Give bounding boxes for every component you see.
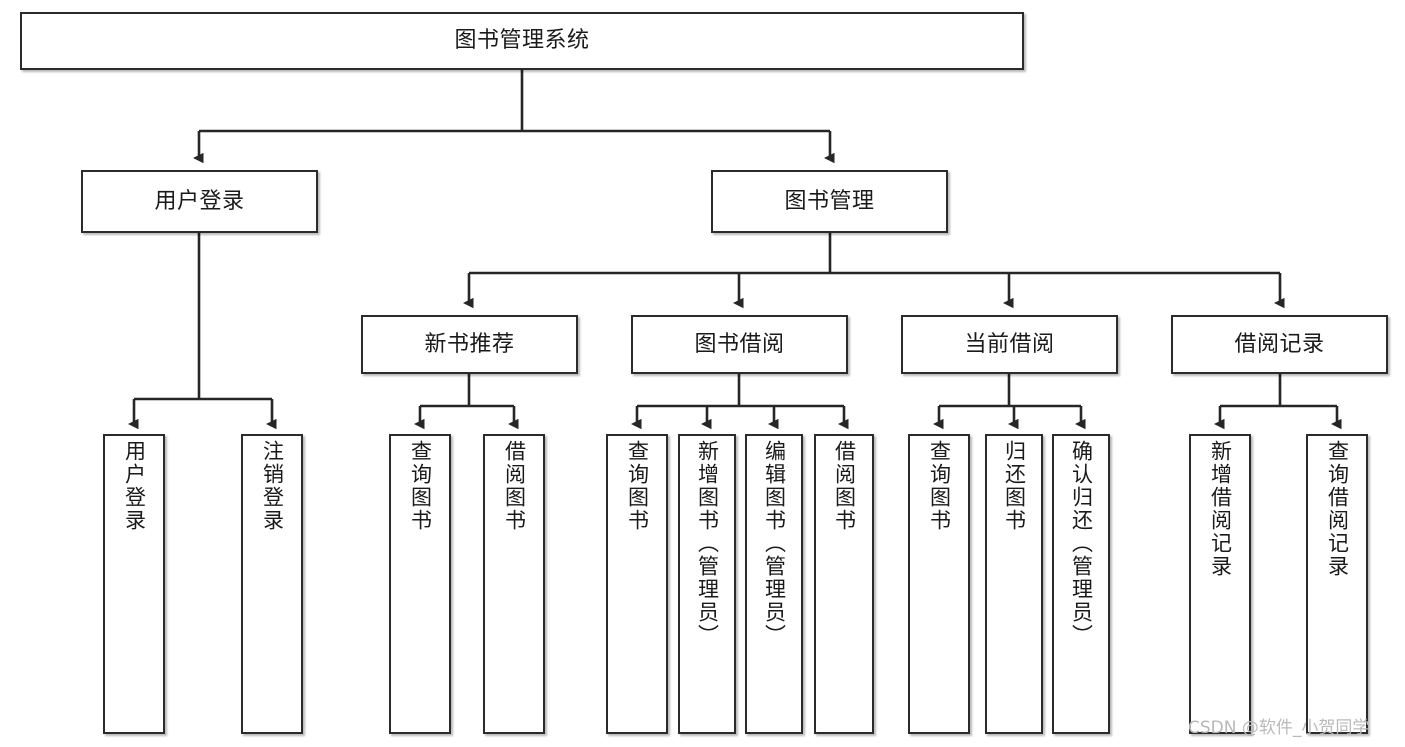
node-borrow-records[interactable]: 借阅记录 (1171, 315, 1388, 374)
leaf-query-books-borrow-label: 查询图书 (625, 440, 650, 532)
csdn-watermark: CSDN @软件_小贺同学 (1188, 718, 1370, 738)
leaf-return-books[interactable]: 归还图书 (985, 434, 1043, 734)
node-new-book-recommend-label: 新书推荐 (424, 331, 515, 357)
node-current-borrow[interactable]: 当前借阅 (901, 315, 1118, 374)
leaf-query-books-current[interactable]: 查询图书 (908, 434, 970, 734)
leaf-query-books-current-label: 查询图书 (927, 440, 952, 532)
leaf-query-books-recommend[interactable]: 查询图书 (389, 434, 451, 734)
leaf-user-login-label: 用户登录 (122, 440, 147, 532)
node-root[interactable]: 图书管理系统 (20, 12, 1024, 70)
node-book-management-label: 图书管理 (784, 188, 875, 214)
leaf-logout[interactable]: 注销登录 (241, 434, 303, 734)
leaf-add-book-admin[interactable]: 新增图书（管理员） (678, 434, 736, 734)
leaf-return-books-label: 归还图书 (1002, 440, 1027, 532)
leaf-query-books-borrow[interactable]: 查询图书 (606, 434, 668, 734)
node-book-borrow[interactable]: 图书借阅 (631, 315, 848, 374)
leaf-add-borrow-record-label: 新增借阅记录 (1208, 440, 1233, 578)
leaf-borrow-books[interactable]: 借阅图书 (814, 434, 874, 734)
leaf-confirm-return-admin-label: 确认归还（管理员） (1069, 440, 1094, 647)
leaf-query-books-recommend-label: 查询图书 (408, 440, 433, 532)
leaf-borrow-books-recommend[interactable]: 借阅图书 (483, 434, 545, 734)
leaf-confirm-return-admin[interactable]: 确认归还（管理员） (1052, 434, 1110, 734)
leaf-edit-book-admin-label: 编辑图书（管理员） (762, 440, 787, 647)
leaf-user-login[interactable]: 用户登录 (103, 434, 165, 734)
leaf-add-borrow-record[interactable]: 新增借阅记录 (1189, 434, 1251, 734)
leaf-query-borrow-record-label: 查询借阅记录 (1325, 440, 1350, 578)
leaf-borrow-books-recommend-label: 借阅图书 (502, 440, 527, 532)
node-current-borrow-label: 当前借阅 (964, 331, 1055, 357)
node-user-login[interactable]: 用户登录 (81, 170, 318, 233)
node-user-login-label: 用户登录 (154, 188, 245, 214)
node-book-borrow-label: 图书借阅 (694, 331, 785, 357)
leaf-edit-book-admin[interactable]: 编辑图书（管理员） (745, 434, 803, 734)
leaf-add-book-admin-label: 新增图书（管理员） (695, 440, 720, 647)
node-root-label: 图书管理系统 (454, 28, 590, 54)
node-book-management[interactable]: 图书管理 (711, 170, 948, 233)
leaf-borrow-books-label: 借阅图书 (832, 440, 857, 532)
leaf-logout-label: 注销登录 (260, 440, 285, 532)
node-new-book-recommend[interactable]: 新书推荐 (361, 315, 578, 374)
node-borrow-records-label: 借阅记录 (1234, 331, 1325, 357)
leaf-query-borrow-record[interactable]: 查询借阅记录 (1306, 434, 1368, 734)
